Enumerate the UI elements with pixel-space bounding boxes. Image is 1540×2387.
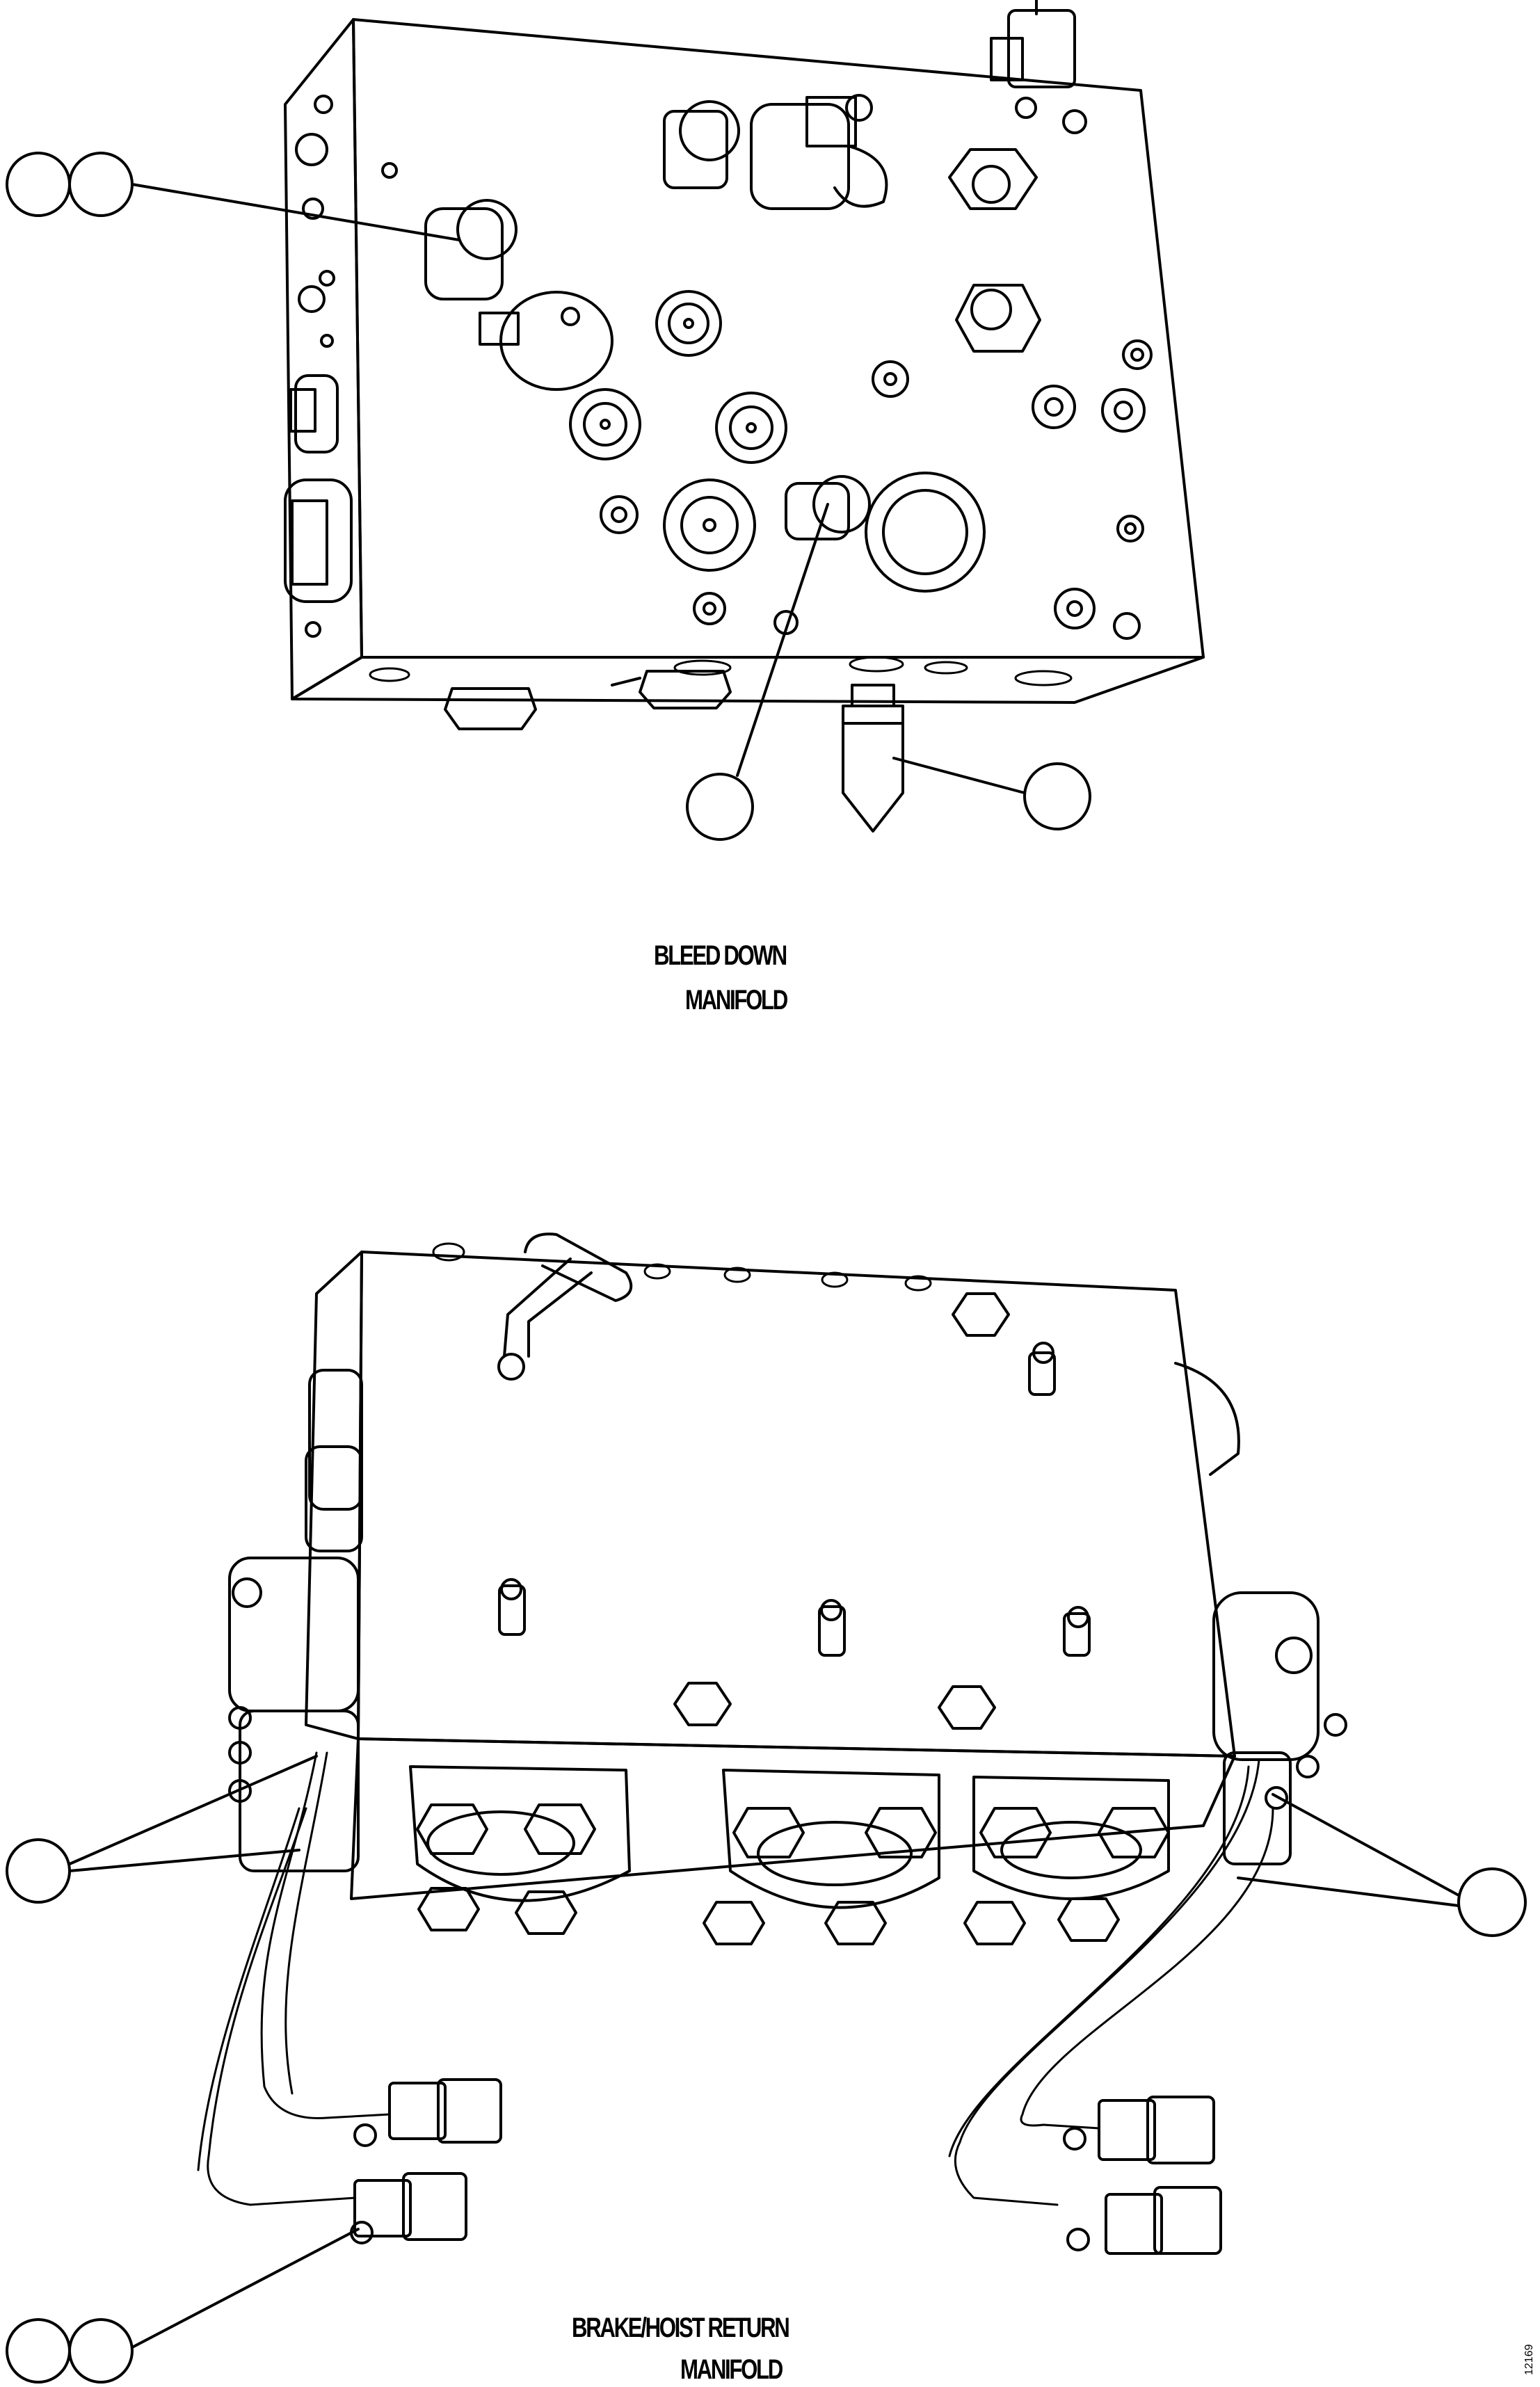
left-face-fittings bbox=[284, 95, 353, 638]
top-face-fittings bbox=[497, 1292, 1091, 1730]
leader-line bbox=[736, 503, 829, 777]
manifold-block-front-face bbox=[291, 656, 1205, 704]
callout-balloon bbox=[68, 152, 134, 217]
leader-line bbox=[1237, 1876, 1460, 1907]
return-manifold-left-face bbox=[305, 1251, 363, 1740]
hanging-check-valve bbox=[842, 684, 904, 833]
callout-balloon bbox=[686, 773, 754, 841]
right-solenoid-stack bbox=[1174, 1362, 1347, 1865]
wire-harness-right bbox=[948, 1758, 1274, 2206]
return-manifold-front-face bbox=[350, 1737, 1236, 1900]
caption-top-line1: BLEED DOWN bbox=[654, 940, 787, 971]
leader-line bbox=[131, 2228, 360, 2349]
leader-line bbox=[1272, 1793, 1460, 1897]
callouts-top bbox=[6, 152, 1091, 841]
return-manifold-top-face bbox=[357, 1251, 1236, 1758]
callout-balloon bbox=[68, 2318, 134, 2384]
caption-bottom-line2: MANIFOLD bbox=[680, 2354, 783, 2385]
manifold-block-left-face bbox=[284, 18, 363, 700]
callouts-bottom bbox=[6, 1755, 1527, 2384]
leader-line bbox=[68, 1755, 318, 1865]
front-valve-groups bbox=[409, 1765, 1170, 1945]
callout-balloon bbox=[1023, 762, 1091, 830]
top-edge-nuts bbox=[432, 1242, 932, 1292]
callout-balloon bbox=[1457, 1867, 1527, 1937]
top-face-valves bbox=[381, 94, 1153, 640]
callout-balloon bbox=[6, 1838, 71, 1904]
leader-line bbox=[892, 757, 1026, 794]
sheet-number: 12169 bbox=[1523, 2344, 1535, 2376]
connectors-left bbox=[350, 2078, 502, 2244]
brake-hoist-return-manifold bbox=[6, 1232, 1527, 2384]
front-face-ports bbox=[369, 656, 1073, 686]
wire-harness-left bbox=[197, 1751, 391, 2206]
elbow-tube-fitting bbox=[503, 1232, 633, 1358]
callout-balloon bbox=[6, 2318, 71, 2384]
bleed-down-manifold bbox=[6, 0, 1205, 841]
left-solenoid-stack bbox=[228, 1369, 363, 1872]
connectors-right bbox=[1063, 2096, 1222, 2255]
callout-balloon bbox=[6, 152, 71, 217]
leader-line bbox=[68, 1849, 300, 1872]
top-solenoid bbox=[990, 0, 1076, 88]
caption-top-line2: MANIFOLD bbox=[685, 985, 788, 1015]
caption-bottom-line1: BRAKE/HOIST RETURN bbox=[572, 2313, 790, 2343]
leader-line bbox=[131, 183, 460, 241]
bottom-hex-nuts bbox=[444, 670, 732, 730]
